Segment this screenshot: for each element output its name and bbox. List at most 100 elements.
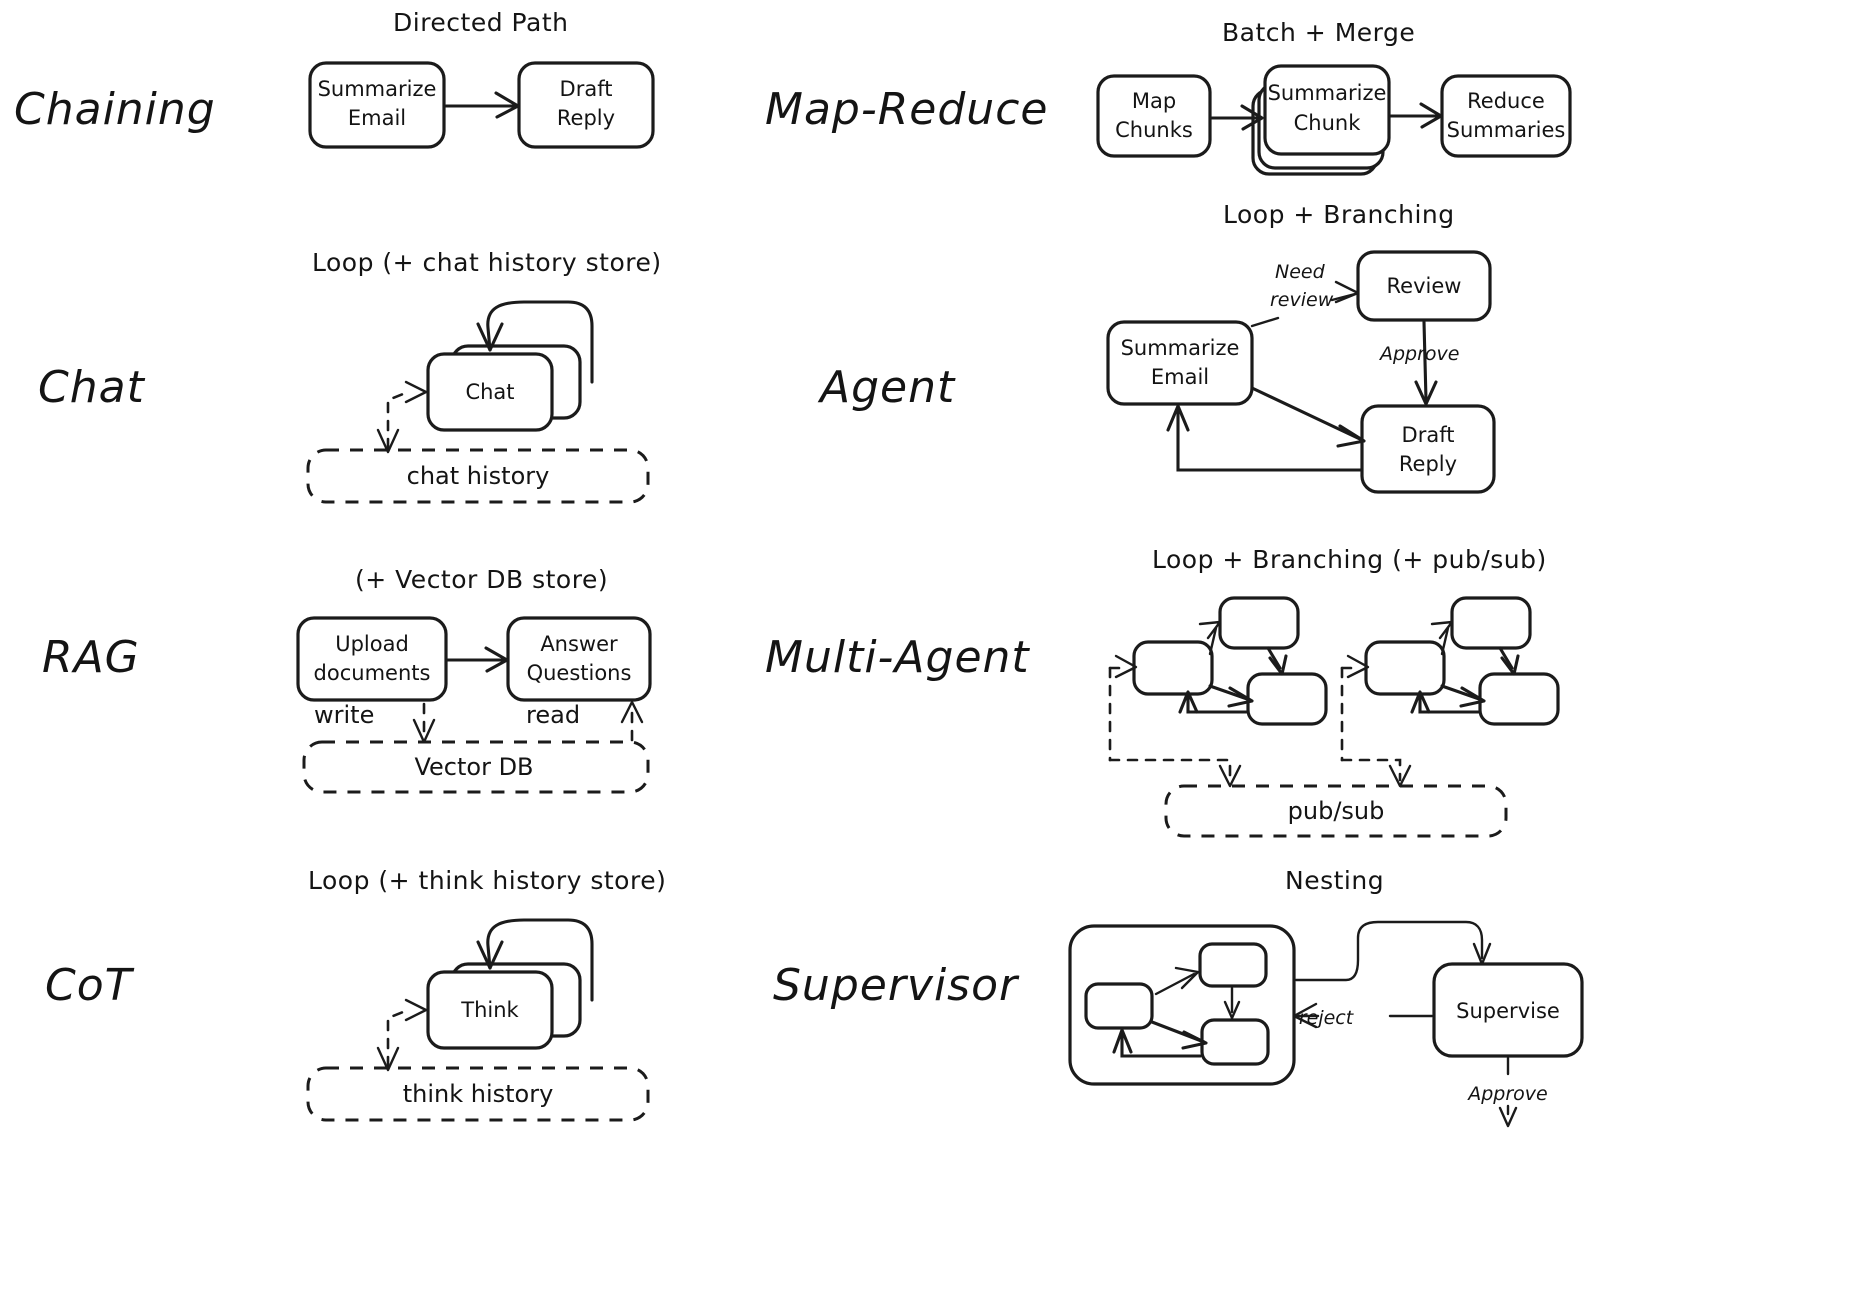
store-think-history[interactable] <box>306 1066 650 1122</box>
arrowhead-icon <box>1268 654 1288 676</box>
arrowhead-icon <box>376 428 400 454</box>
node-think[interactable] <box>426 970 554 1050</box>
store-label: Vector DB <box>414 753 533 781</box>
node-label: Draft <box>1402 423 1455 447</box>
node-draft-reply[interactable] <box>517 61 655 149</box>
pattern-label-supervisor: Supervisor <box>773 960 1019 1011</box>
node-label: Map <box>1132 89 1176 113</box>
node-blank-s3[interactable] <box>1200 1018 1270 1066</box>
diagram-supervisor: Supervise reject Approve <box>1068 920 1584 1128</box>
diagram-agent: Summarize Email Review Draft Reply Need … <box>1106 250 1496 494</box>
node-label: Summaries <box>1447 118 1566 142</box>
node-answer-questions[interactable] <box>506 616 652 702</box>
edge-label-read: read <box>526 701 580 729</box>
edge-arrow <box>1422 320 1428 402</box>
caption-map-reduce: Batch + Merge <box>1222 18 1416 47</box>
arrowhead-icon <box>1218 764 1242 788</box>
node-chat[interactable] <box>426 352 554 432</box>
caption-chat: Loop (+ chat history store) <box>312 248 662 277</box>
pattern-label-chaining: Chaining <box>14 84 216 135</box>
store-pub-sub[interactable] <box>1164 784 1508 838</box>
arrowhead-icon <box>1174 966 1200 990</box>
arrowhead-icon <box>476 940 504 970</box>
pattern-label-chat: Chat <box>38 362 145 413</box>
pattern-label-agent: Agent <box>820 362 956 413</box>
node-summarize-email[interactable] <box>1106 320 1254 406</box>
arrowhead-icon <box>1430 620 1454 640</box>
node-supervise[interactable] <box>1432 962 1584 1058</box>
caption-cot: Loop (+ think history store) <box>308 866 667 895</box>
arrowhead-icon <box>1500 654 1520 676</box>
arrowhead-icon <box>1112 1028 1133 1054</box>
diagram-rag: Upload documents Answer Questions write … <box>296 616 652 794</box>
node-blank-s1[interactable] <box>1084 982 1154 1030</box>
node-review[interactable] <box>1356 250 1492 322</box>
node-label: Summarize <box>1121 336 1240 360</box>
arrowhead-icon <box>1292 1002 1318 1029</box>
node-label: Review <box>1387 274 1462 298</box>
node-draft-reply[interactable] <box>1360 404 1496 494</box>
caption-agent: Loop + Branching <box>1223 200 1455 229</box>
node-summarize-email[interactable] <box>308 61 446 149</box>
edge-arrow <box>1498 646 1514 670</box>
edge-label-approve: Approve <box>1466 1083 1548 1105</box>
arrowhead-icon <box>476 322 504 352</box>
edge-label-reject: reject <box>1299 1007 1355 1029</box>
store-vector-db[interactable] <box>302 740 650 794</box>
edge-self-loop <box>486 300 594 384</box>
edge-label-approve: Approve <box>1378 343 1460 365</box>
caption-chaining: Directed Path <box>393 8 569 37</box>
node-reduce-summaries[interactable] <box>1440 74 1572 158</box>
edge-arrow <box>1266 646 1282 670</box>
node-blank-a1[interactable] <box>1132 640 1214 696</box>
node-blank-b1[interactable] <box>1364 640 1446 696</box>
node-blank-b3[interactable] <box>1478 672 1560 726</box>
pattern-label-rag: RAG <box>42 632 140 683</box>
agent-cluster-b <box>1340 596 1560 788</box>
edge-feedback-loop <box>1176 408 1364 472</box>
edge-cluster-b-down <box>1340 758 1402 782</box>
node-label: Email <box>348 106 406 130</box>
node-label: Think <box>460 998 519 1022</box>
node-label: Chunks <box>1115 118 1193 142</box>
edge-subgraph-to-supervise <box>1294 920 1484 982</box>
arrowhead-icon <box>1166 404 1190 432</box>
edge-label-write: write <box>314 701 374 729</box>
pattern-label-map-reduce: Map-Reduce <box>765 84 1049 135</box>
arrowhead-icon <box>1240 104 1264 131</box>
arrowhead-icon <box>1334 280 1360 304</box>
node-label: Draft <box>560 77 613 101</box>
node-label: Reply <box>1399 452 1457 476</box>
node-upload-documents[interactable] <box>296 616 448 702</box>
arrowhead-icon <box>1336 424 1366 448</box>
edge-loop <box>1186 694 1248 714</box>
pattern-label-cot: CoT <box>45 960 133 1011</box>
arrowhead-icon <box>404 998 428 1022</box>
node-summarize-chunk[interactable] <box>1263 64 1391 156</box>
node-label: Email <box>1151 365 1209 389</box>
edge-loop <box>1418 694 1480 714</box>
node-blank-s2[interactable] <box>1198 942 1268 988</box>
node-label: Reply <box>557 106 615 130</box>
node-map-chunks[interactable] <box>1096 74 1212 158</box>
pattern-label-multi-agent: Multi-Agent <box>765 632 1030 683</box>
node-blank-a2[interactable] <box>1218 596 1300 650</box>
arrowhead-icon <box>1419 102 1443 129</box>
store-chat-history[interactable] <box>306 448 650 504</box>
node-label: Reduce <box>1467 89 1545 113</box>
store-label: chat history <box>407 462 550 490</box>
arrowhead-icon <box>1223 1000 1241 1020</box>
diagram-multi-agent: pub/sub <box>1108 596 1560 838</box>
caption-multi-agent: Loop + Branching (+ pub/sub) <box>1152 545 1547 574</box>
arrowhead-icon <box>1414 380 1438 406</box>
node-blank-b2[interactable] <box>1450 596 1532 650</box>
arrowhead-icon <box>1410 690 1431 714</box>
arrowhead-icon <box>1198 620 1222 640</box>
store-label: pub/sub <box>1288 797 1385 825</box>
arrowhead-icon <box>1498 1106 1518 1128</box>
node-blank-a3[interactable] <box>1246 672 1328 726</box>
caption-supervisor: Nesting <box>1285 866 1385 895</box>
diagram-map-reduce: Map Chunks Summarize Chunk Reduce Summar… <box>1096 64 1572 176</box>
node-label: Summarize <box>318 77 437 101</box>
